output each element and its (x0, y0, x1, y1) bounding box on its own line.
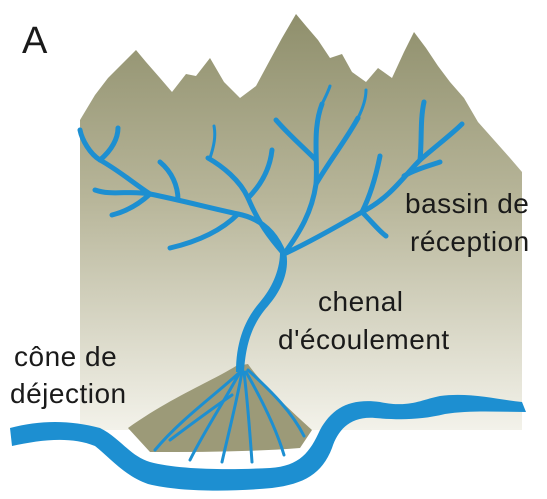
label-channel-line1: chenal (318, 288, 404, 316)
label-cone-line2: déjection (10, 380, 127, 408)
label-basin-line1: bassin de (405, 190, 529, 218)
mountain-silhouette (80, 14, 522, 430)
label-basin-line2: réception (410, 228, 530, 256)
panel-letter: A (22, 22, 48, 60)
label-channel-line2: d'écoulement (278, 326, 450, 354)
label-cone-line1: cône de (14, 343, 117, 371)
